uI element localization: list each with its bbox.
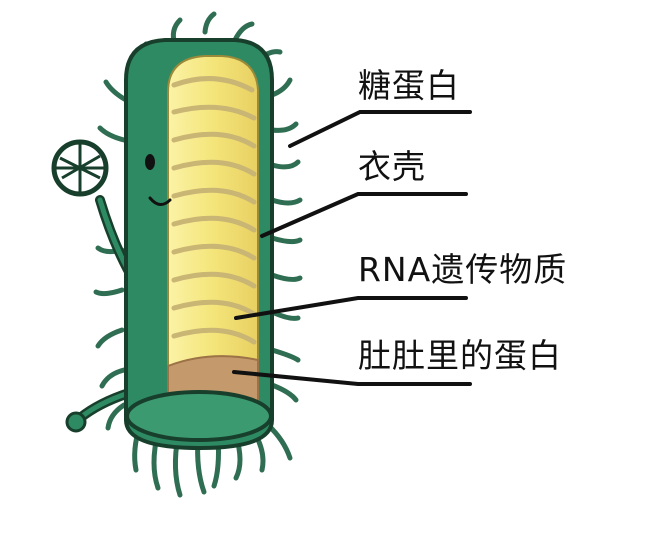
leader-line-glycoprotein: [290, 112, 470, 146]
label-glycoprotein: 糖蛋白: [358, 66, 460, 106]
body-bottom-rim: [127, 392, 271, 440]
virus-body: [126, 40, 272, 448]
label-envelope: 衣壳: [358, 147, 426, 187]
leg: [67, 392, 132, 431]
label-rna-genetic-material: RNA遗传物质: [358, 250, 567, 290]
arm-with-racket: [54, 142, 128, 270]
label-belly-protein: 肚肚里的蛋白: [358, 336, 562, 376]
eye: [145, 154, 155, 170]
